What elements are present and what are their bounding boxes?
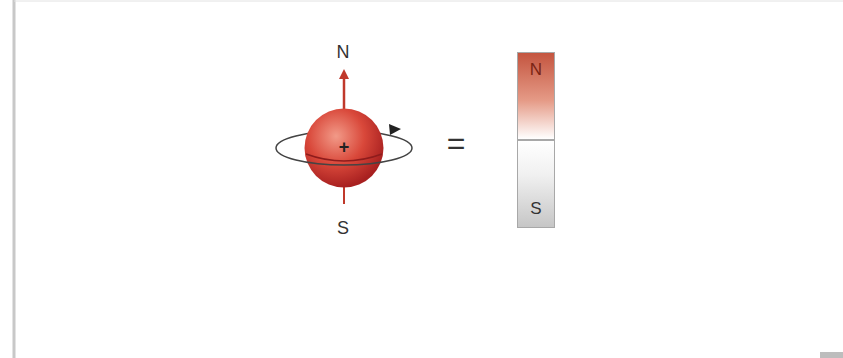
spin-axis-arrow — [343, 74, 346, 110]
magnet-pole: S — [517, 140, 555, 228]
sphere-body — [305, 109, 384, 188]
frame-corner — [820, 352, 843, 358]
charge-sign: + — [339, 138, 350, 158]
pole-letter: S — [530, 200, 541, 219]
pole-label: N — [337, 43, 350, 61]
equals-sign: = — [447, 127, 466, 159]
frame-edge — [13, 0, 16, 358]
pole-label: S — [337, 219, 349, 237]
proton-sphere: + — [304, 108, 384, 188]
magnet-pole: N — [517, 52, 555, 140]
rotation-orbit — [276, 148, 412, 165]
frame-edge — [14, 1, 843, 2]
spin-axis — [343, 186, 345, 204]
rotation-arrowhead — [389, 124, 401, 135]
pole-letter: N — [530, 61, 542, 80]
